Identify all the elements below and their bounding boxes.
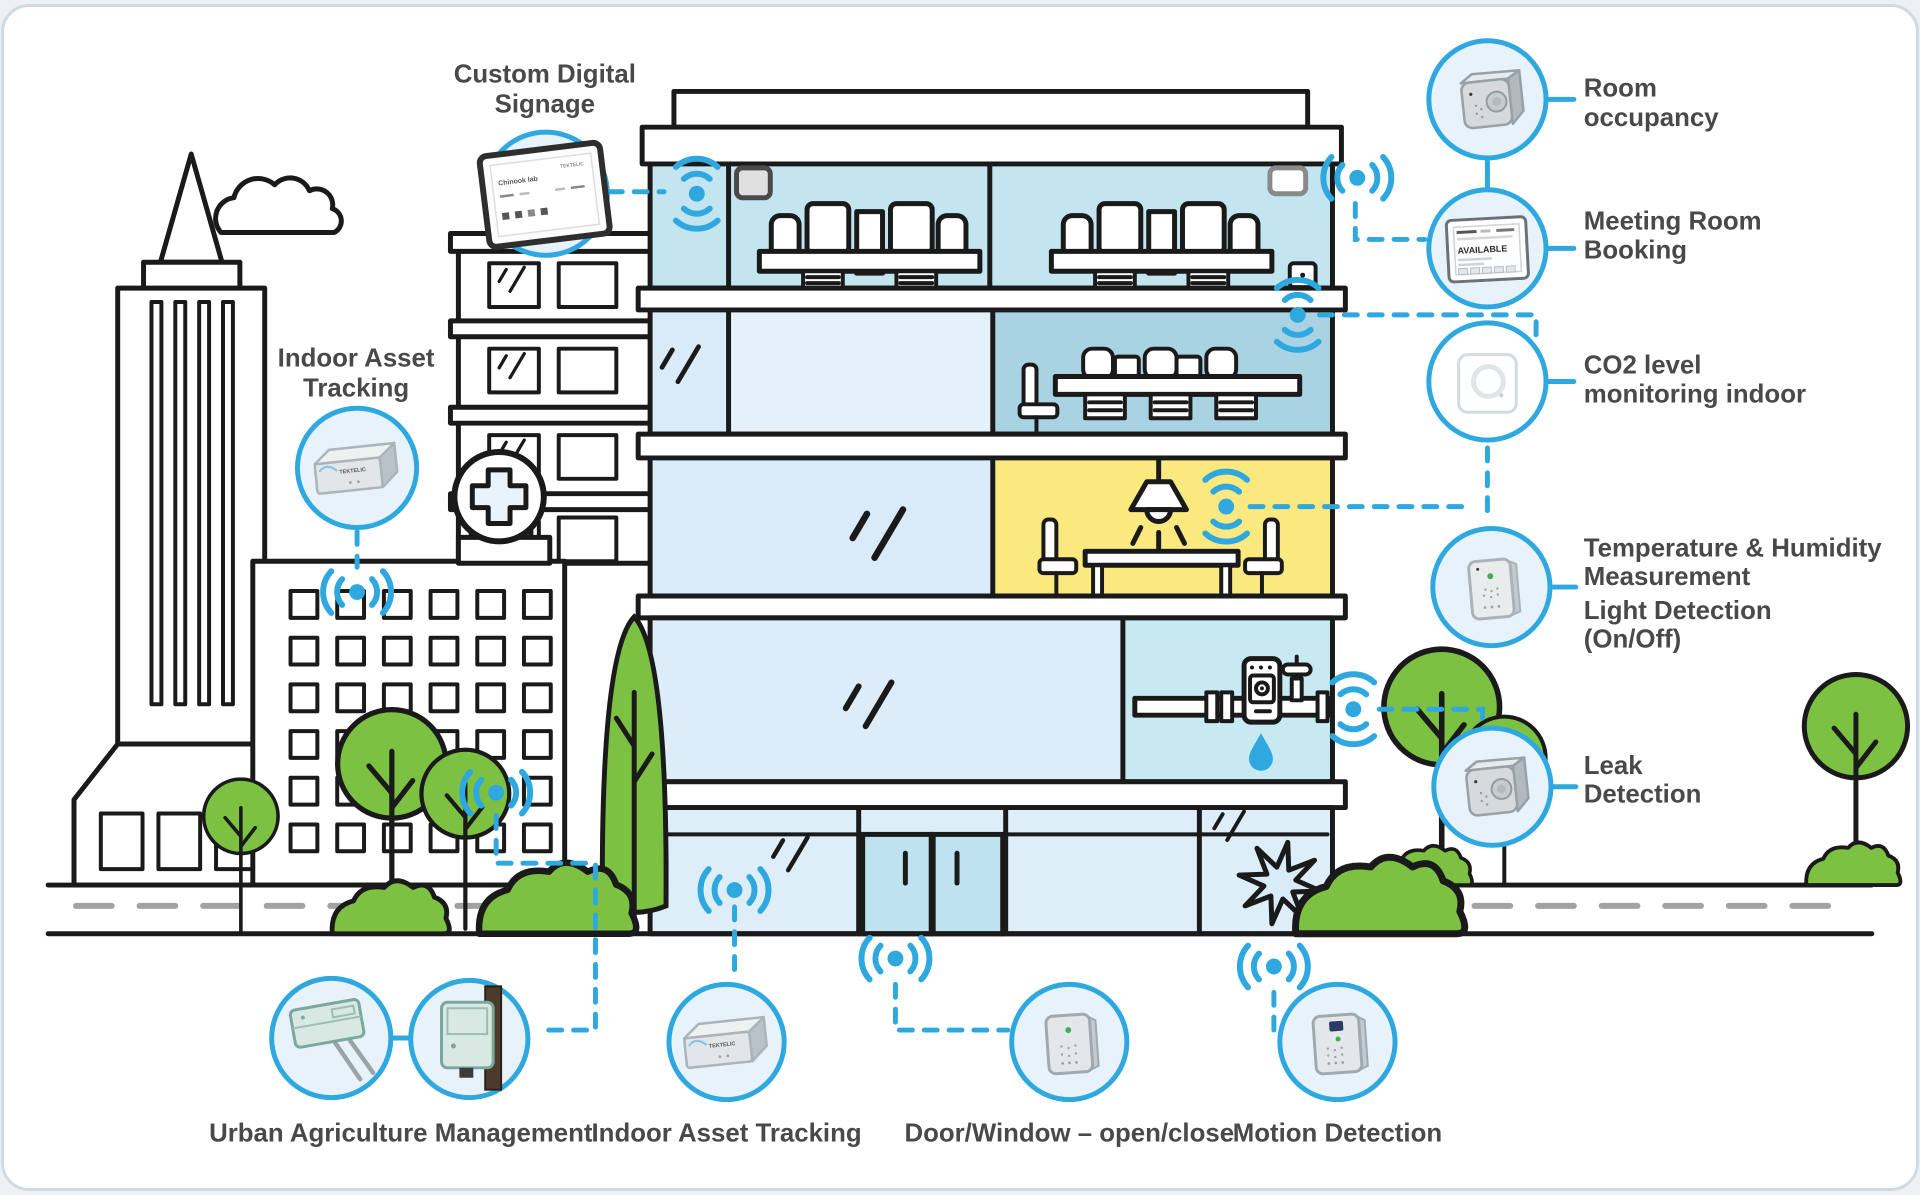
connector-lines — [354, 96, 1579, 1041]
asset-left-label-line1: Indoor Asset — [278, 345, 435, 373]
signage-screen-brand: TEKTELIC — [560, 161, 585, 170]
hospital-cross-icon — [469, 467, 529, 526]
booking-status-text: AVAILABLE — [1457, 243, 1507, 256]
booking-label-line2: Booking — [1584, 236, 1687, 264]
door-window-badge — [1009, 981, 1130, 1103]
urban-agriculture-badge-2 — [408, 977, 531, 1101]
signage-screen-title: Chinook lab — [498, 176, 538, 188]
yellow-room-furniture — [1037, 455, 1284, 598]
booking-label-line1: Meeting Room — [1584, 207, 1762, 235]
greenery — [201, 613, 1908, 934]
digital-signage-device: TEKTELIC Chinook lab — [476, 139, 613, 250]
temperature-sensor-device — [1467, 557, 1522, 621]
light-label-line2: (On/Off) — [1584, 626, 1681, 654]
glass-break-starburst-icon — [1236, 839, 1324, 927]
temperature-humidity-badge — [1430, 525, 1553, 649]
uam-label: Urban Agriculture Management — [209, 1119, 593, 1147]
co2-label-line1: CO2 level — [1584, 352, 1702, 380]
booking-panel-device: AVAILABLE — [1444, 215, 1530, 284]
temp-label-line1: Temperature & Humidity — [1584, 534, 1882, 562]
water-drop-icon — [1249, 733, 1273, 771]
meeting-room-furniture — [1017, 346, 1303, 437]
room-occupancy-badge — [1426, 38, 1549, 161]
temp-label-line2: Measurement — [1584, 563, 1751, 591]
door-handles — [902, 850, 960, 886]
light-label-line1: Light Detection — [1584, 597, 1772, 625]
motion-label: Motion Detection — [1233, 1119, 1442, 1147]
signage-label-line1: Custom Digital — [454, 60, 636, 88]
meeting-room-booking-badge: AVAILABLE — [1426, 187, 1549, 310]
leak-pipe-and-valve — [1132, 654, 1332, 771]
motion-sensor-device — [1311, 1012, 1369, 1076]
signage-label-line2: Signage — [495, 90, 595, 118]
signage-device-badge: TEKTELIC Chinook lab — [476, 129, 613, 258]
building-left-wing — [447, 230, 660, 566]
wall-device-dark — [734, 165, 773, 201]
door-window-sensor-device — [1044, 1012, 1100, 1076]
smart-building-diagram: TEKTELIC — [45, 38, 1916, 1147]
dw-label: Door/Window – open/close — [904, 1119, 1234, 1147]
asset-tracking-left-badge — [295, 405, 420, 530]
soil-probe-device — [288, 998, 376, 1082]
leak-detection-badge — [1431, 725, 1554, 848]
urban-agriculture-badge-1 — [269, 975, 394, 1101]
leak-label-line2: Detection — [1584, 781, 1702, 809]
pole-mounted-device — [440, 985, 503, 1091]
labels: Custom Digital Signage Indoor Asset Trac… — [209, 60, 1882, 1147]
occupancy-label-line2: occupancy — [1584, 104, 1719, 132]
hospital-building — [250, 449, 568, 888]
asset-left-label-line2: Tracking — [303, 374, 409, 402]
cloud-icon — [213, 175, 344, 235]
motion-detection-badge — [1277, 981, 1398, 1103]
occupancy-label-line1: Room — [1584, 74, 1657, 102]
co2-label-line2: monitoring indoor — [1584, 380, 1806, 408]
wall-device-white — [1267, 165, 1309, 197]
asset-tracking-bottom-badge — [666, 981, 787, 1103]
co2-sensor-device — [1457, 353, 1518, 414]
main-building — [635, 88, 1348, 937]
co2-monitoring-badge — [1426, 320, 1549, 443]
infographic-canvas: TEKTELIC — [1, 4, 1919, 1191]
iat-bottom-label: Indoor Asset Tracking — [592, 1119, 862, 1147]
leak-label-line1: Leak — [1584, 752, 1643, 780]
